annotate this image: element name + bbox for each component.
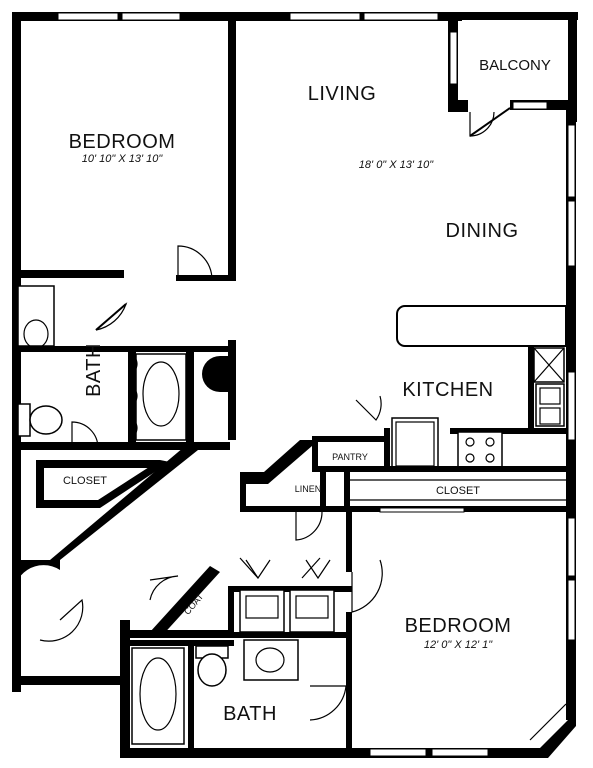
bath2-label: BATH	[223, 703, 277, 725]
living-dims: 18' 0" X 13' 10"	[359, 159, 434, 171]
bath1-label: BATH	[83, 343, 105, 397]
interior-walls	[13, 18, 567, 758]
dining-label: DINING	[446, 220, 519, 242]
linen-label: LINEN	[295, 484, 322, 494]
kitchen-label: KITCHEN	[402, 379, 493, 401]
closet1-label: CLOSET	[63, 475, 107, 487]
closet2-label: CLOSET	[436, 485, 480, 497]
pantry-label: PANTRY	[332, 452, 368, 462]
windows	[57, 12, 576, 757]
doors	[39, 107, 511, 721]
bedroom2-dims: 12' 0" X 12' 1"	[424, 639, 493, 651]
bath2-fixtures	[131, 639, 299, 745]
labels: BEDROOM 10' 10" X 13' 10" LIVING 18' 0" …	[63, 57, 551, 725]
bedroom1-dims: 10' 10" X 13' 10"	[82, 153, 164, 165]
balcony-label: BALCONY	[479, 57, 551, 74]
bedroom2-label: BEDROOM	[405, 615, 512, 637]
bedroom1-label: BEDROOM	[69, 131, 176, 153]
living-label: LIVING	[308, 83, 377, 105]
bath1-fixtures	[17, 285, 187, 441]
